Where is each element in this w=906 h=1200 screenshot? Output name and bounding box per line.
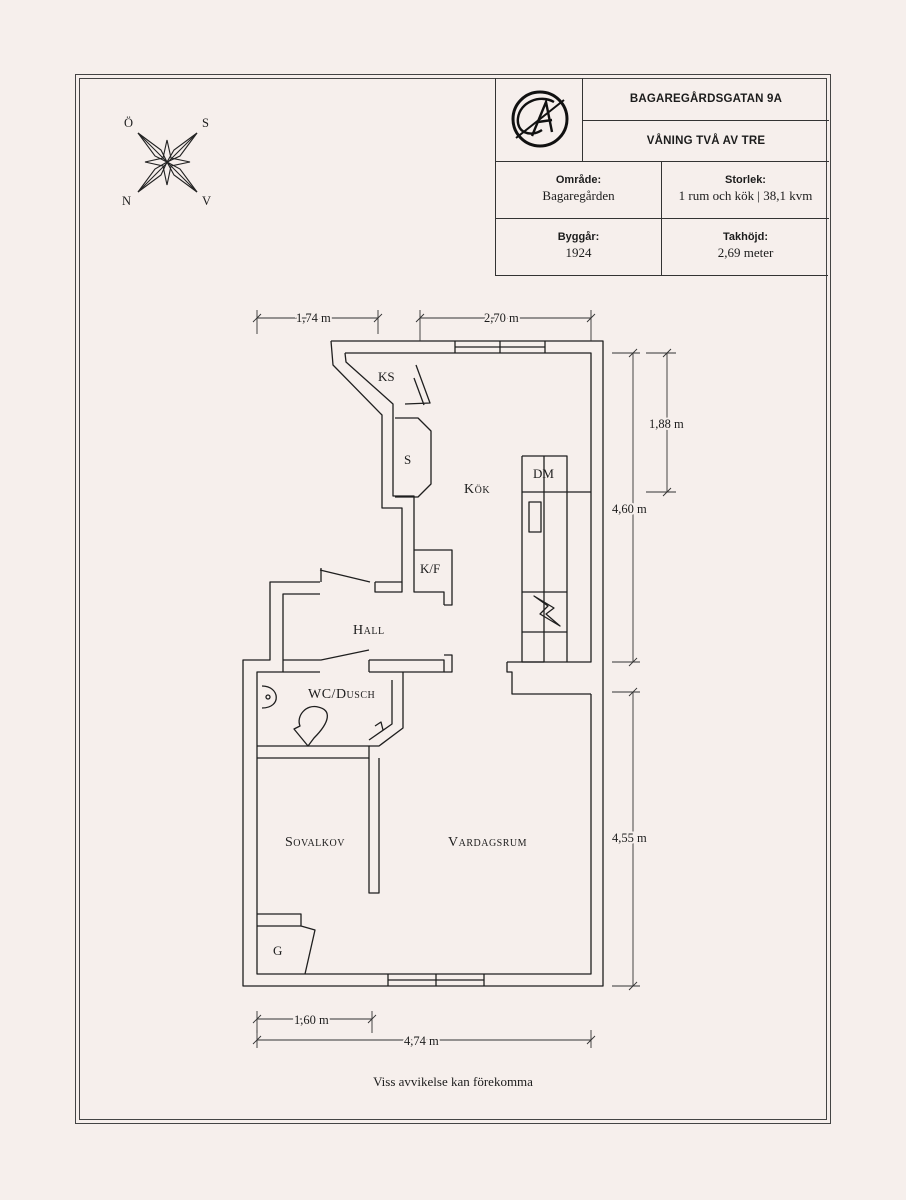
- dim-right-lower: 4,55 m: [612, 831, 647, 845]
- year-value: 1924: [565, 245, 592, 260]
- floor-text: VÅNING TVÅ AV TRE: [646, 135, 766, 147]
- compass-label-se: V: [202, 194, 211, 208]
- size-cell: Storlek: 1 rum och kök | 38,1 kvm: [662, 162, 829, 219]
- address-text: BAGAREGÅRDSGATAN 9A: [629, 93, 783, 105]
- room-label-vardagsrum: Vardagsrum: [448, 835, 527, 850]
- size-label: Storlek:: [725, 174, 766, 186]
- room-label-ks: KS: [378, 369, 395, 384]
- room-label-dm: DM: [533, 466, 554, 481]
- room-label-sovalkov: Sovalkov: [285, 835, 345, 850]
- room-label-hall: Hall: [353, 623, 385, 638]
- size-value: 1 rum och kök | 38,1 kvm: [678, 188, 813, 203]
- dim-top-left: 1,74 m: [296, 311, 331, 325]
- ceiling-height-value: 2,69 meter: [717, 245, 774, 260]
- year-label: Byggår:: [557, 231, 600, 243]
- dimension-lines: [252, 310, 676, 1048]
- dim-top-right: 2,70 m: [484, 311, 519, 325]
- outer-frame: [75, 74, 831, 1124]
- dim-right-small: 1,88 m: [649, 417, 684, 431]
- room-label-s: S: [404, 452, 411, 467]
- dim-right-upper: 4,60 m: [612, 502, 647, 516]
- address-cell: BAGAREGÅRDSGATAN 9A: [583, 78, 829, 121]
- compass-label-sw: N: [122, 194, 131, 208]
- logo-cell: [496, 78, 583, 162]
- area-label: Område:: [555, 174, 602, 186]
- room-label-g: G: [273, 943, 282, 958]
- compass-label-nw: Ö: [124, 116, 133, 130]
- room-label-wc: WC/Dusch: [308, 687, 375, 702]
- area-value: Bagaregården: [542, 188, 615, 203]
- room-label-kok: Kök: [464, 482, 490, 497]
- year-cell: Byggår: 1924: [496, 219, 662, 276]
- compass-label-ne: S: [202, 116, 209, 130]
- brand-logo-icon: [511, 90, 569, 148]
- title-block: BAGAREGÅRDSGATAN 9A VÅNING TVÅ AV TRE Om…: [495, 78, 829, 276]
- ceiling-height-cell: Takhöjd: 2,69 meter: [662, 219, 829, 276]
- ceiling-height-label: Takhöjd:: [722, 231, 768, 243]
- compass-rose-icon: Ö S N V: [120, 114, 213, 210]
- dim-bottom-total: 4,74 m: [404, 1034, 439, 1048]
- floor-cell: VÅNING TVÅ AV TRE: [583, 121, 829, 162]
- room-label-kf: K/F: [420, 561, 440, 576]
- area-cell: Område: Bagaregården: [496, 162, 662, 219]
- walls: [242, 340, 604, 987]
- dim-bottom-small: 1,60 m: [294, 1013, 329, 1027]
- disclaimer-text: Viss avvikelse kan förekomma: [373, 1074, 533, 1089]
- inner-frame: [79, 78, 827, 1120]
